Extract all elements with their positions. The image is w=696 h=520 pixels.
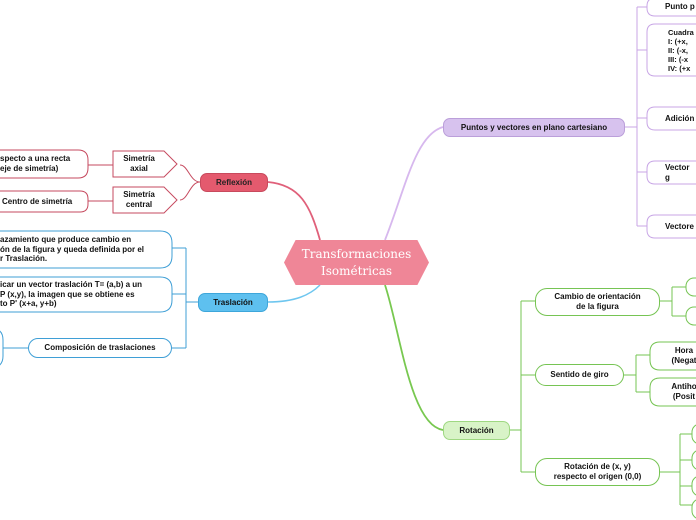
rotacion-leaf-2 xyxy=(685,306,696,326)
central-topic[interactable]: Transformaciones Isométricas xyxy=(284,240,429,285)
node-traslacion-aplicar[interactable]: icar un vector traslación T= (a,b) a un … xyxy=(0,280,143,309)
node-sentido-giro[interactable]: Sentido de giro xyxy=(535,364,624,386)
box-simetria-axial xyxy=(112,150,178,178)
node-punto[interactable]: Punto p xyxy=(665,2,695,12)
node-cambio-orientacion[interactable]: Cambio de orientación de la figura xyxy=(535,288,660,316)
box-axial-desc xyxy=(0,149,89,179)
topic-reflexion[interactable]: Reflexión xyxy=(200,173,268,192)
node-antihorario[interactable]: Antiho (Posit xyxy=(671,382,696,401)
box-traslacion-aplicar xyxy=(0,276,173,313)
node-horario[interactable]: Hora (Negat xyxy=(671,346,696,365)
topic-traslacion[interactable]: Traslación xyxy=(198,293,268,312)
connector-sentido-children xyxy=(624,354,650,393)
node-composicion-traslaciones[interactable]: Composición de traslaciones xyxy=(28,338,172,358)
connector-cambio-children xyxy=(660,286,686,317)
node-simetria-axial[interactable]: Simetría axial xyxy=(123,154,155,173)
box-horario xyxy=(649,341,696,371)
node-cuadrantes[interactable]: Cuadra I: (+x, II: (-x, III: (-x IV: (+x xyxy=(668,27,694,73)
connector-central-traslacion xyxy=(267,284,321,303)
connector-central-rotacion xyxy=(384,284,444,431)
box-vector-g xyxy=(646,160,696,185)
node-rotacion-origen[interactable]: Rotación de (x, y) respecto el origen (0… xyxy=(535,458,660,486)
node-simetria-central[interactable]: Simetría central xyxy=(123,190,155,209)
connector-rotacion-children xyxy=(510,300,535,473)
box-central-desc xyxy=(0,190,89,213)
connector-central-reflexion xyxy=(267,181,321,241)
connector-reflexion-children xyxy=(179,164,201,201)
connector-rotxy-children xyxy=(660,433,696,506)
node-adicion[interactable]: Adición xyxy=(665,113,695,123)
box-traslacion-def xyxy=(0,230,173,269)
box-adicion xyxy=(646,106,696,131)
box-vectores xyxy=(646,214,696,239)
box-simetria-central xyxy=(112,186,178,214)
connector-traslacion-children xyxy=(172,247,198,349)
connector-central-puntos xyxy=(384,126,444,241)
rotxy-leaf-3 xyxy=(691,476,696,496)
node-centro-simetria[interactable]: Centro de simetría xyxy=(2,196,73,206)
rotxy-leaf-2 xyxy=(691,450,696,470)
connector-puntos-children xyxy=(625,6,647,227)
rotxy-leaf-1 xyxy=(691,424,696,444)
box-punto xyxy=(646,0,696,17)
node-traslacion-definicion[interactable]: azamiento que produce cambio en ón de la… xyxy=(0,235,145,264)
rotxy-leaf-4 xyxy=(691,499,696,519)
node-recta-eje[interactable]: specto a una recta eje de simetría) xyxy=(0,154,71,173)
topic-rotacion[interactable]: Rotación xyxy=(443,421,510,440)
box-traslacion-extra xyxy=(0,330,4,366)
box-cuadrantes xyxy=(646,23,696,77)
rotacion-leaf-1 xyxy=(685,277,696,297)
node-vector-g[interactable]: Vector g xyxy=(665,162,690,182)
box-antihorario xyxy=(649,377,696,407)
node-vectores[interactable]: Vectore xyxy=(665,221,694,231)
topic-puntos-vectores[interactable]: Puntos y vectores en plano cartesiano xyxy=(443,118,625,137)
